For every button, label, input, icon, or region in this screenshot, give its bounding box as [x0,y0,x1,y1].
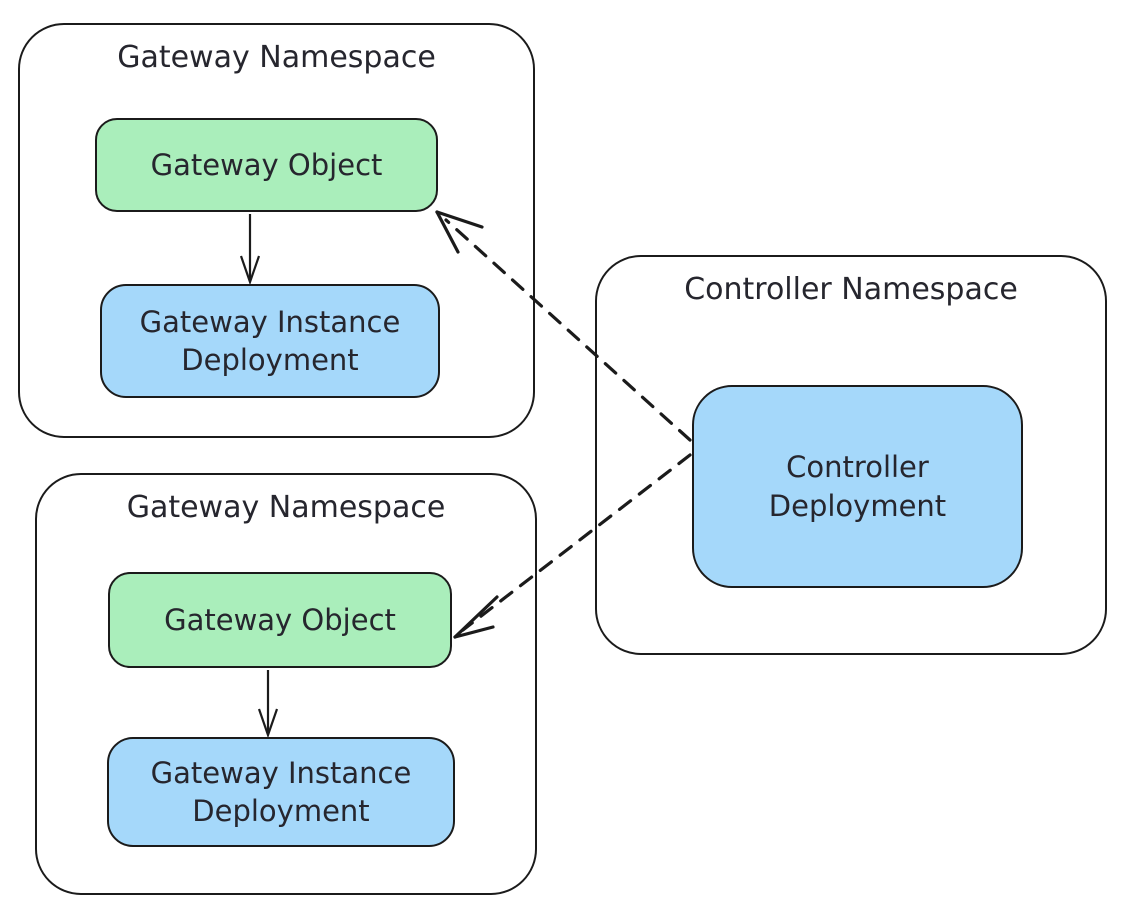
node-gateway-object-2: Gateway Object [108,572,452,668]
node-controller-deployment: Controller Deployment [692,385,1023,588]
namespace-gateway-1-title: Gateway Namespace [117,40,436,75]
node-gateway-object-1-label: Gateway Object [150,147,383,182]
node-controller-deployment-label: Controller Deployment [768,450,947,523]
namespace-gateway-2-title: Gateway Namespace [126,490,446,525]
node-gateway-instance-deployment-1: Gateway Instance Deployment [100,284,440,398]
node-gateway-object-1: Gateway Object [95,118,438,212]
node-gateway-object-2-label: Gateway Object [164,602,396,637]
namespace-controller-title: Controller Namespace [684,272,1018,307]
node-gateway-instance-deployment-2: Gateway Instance Deployment [107,737,455,847]
node-gateway-instance-deployment-2-label: Gateway Instance Deployment [150,755,412,828]
node-gateway-instance-deployment-1-label: Gateway Instance Deployment [139,304,401,377]
